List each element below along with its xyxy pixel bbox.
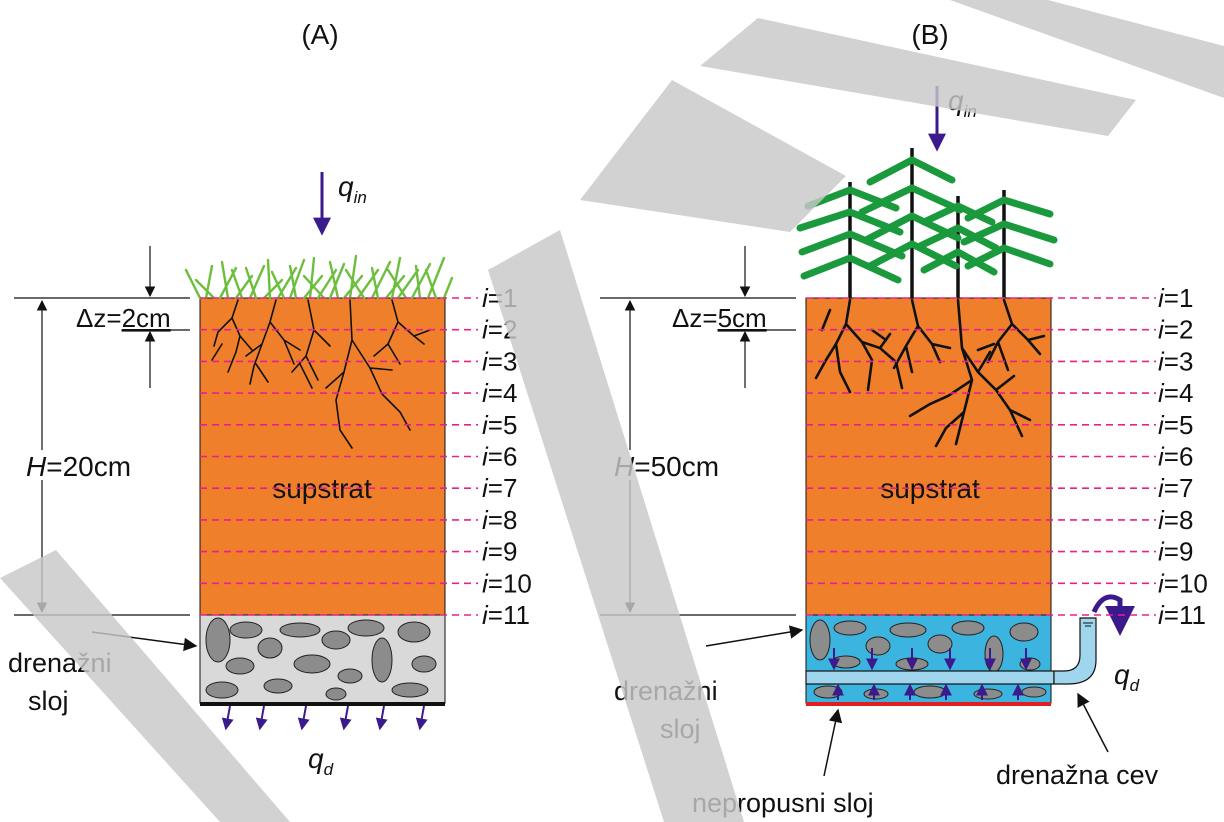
layer-label-a-7: i=7 [482,473,517,503]
roots-a [211,299,431,449]
layer-label-b-5: i=5 [1158,410,1193,440]
dz-b-label: Δz=5cm [672,303,767,333]
q-out-b-label: qd [1114,659,1140,695]
layer-label-a-11: i=11 [482,600,530,630]
drain-pipe-b [805,670,1055,685]
layer-label-b-2: i=2 [1158,315,1193,345]
layer-label-a-4: i=4 [482,378,517,408]
drain-b-pointer [705,625,804,647]
panel-b-tag: (B) [911,19,948,50]
layer-label-b-10: i=10 [1158,568,1208,598]
q-out-arrows-a [221,705,428,731]
layer-label-b-9: i=9 [1158,537,1193,567]
layer-label-b-1: i=1 [1158,283,1193,313]
layer-label-b-3: i=3 [1158,346,1193,376]
layer-label-a-3: i=3 [482,346,517,376]
barrier-pointer [823,708,843,777]
layer-label-b-7: i=7 [1158,473,1193,503]
layer-label-b-8: i=8 [1158,505,1193,535]
layer-label-b-6: i=6 [1158,442,1193,472]
height-a-label: H=20cm [26,451,131,482]
drain-a-label-2: sloj [28,686,69,716]
layer-lines-b: i=1i=2i=3i=4i=5i=6i=7i=8i=9i=10i=11 [806,283,1208,630]
grass-a [184,254,454,300]
dz-a-label: Δz=2cm [76,303,171,333]
flow-arrows-b [828,648,1032,700]
gravel-a [205,617,437,701]
layer-label-a-10: i=10 [482,568,532,598]
roots-b [814,298,1046,448]
layer-label-b-4: i=4 [1158,378,1193,408]
panel-a-tag: (A) [301,19,338,50]
q-out-a-label: qd [308,743,334,779]
layer-label-a-9: i=9 [482,537,517,567]
plants-b [796,148,1058,298]
q-out-arrow-b [1091,594,1135,636]
layer-label-a-5: i=5 [482,410,517,440]
panel-a: (A) supstrat qin [8,19,532,779]
layer-label-b-11: i=11 [1158,600,1206,630]
pipe-label: drenažna cev [996,760,1159,790]
drain-pipe-elbow-b [1053,617,1097,685]
layer-label-a-8: i=8 [482,505,517,535]
panel-b: (B) supstrat [600,19,1208,818]
q-in-a-label: qin [338,171,367,207]
layer-label-a-6: i=6 [482,442,517,472]
pipe-pointer [1077,692,1109,753]
